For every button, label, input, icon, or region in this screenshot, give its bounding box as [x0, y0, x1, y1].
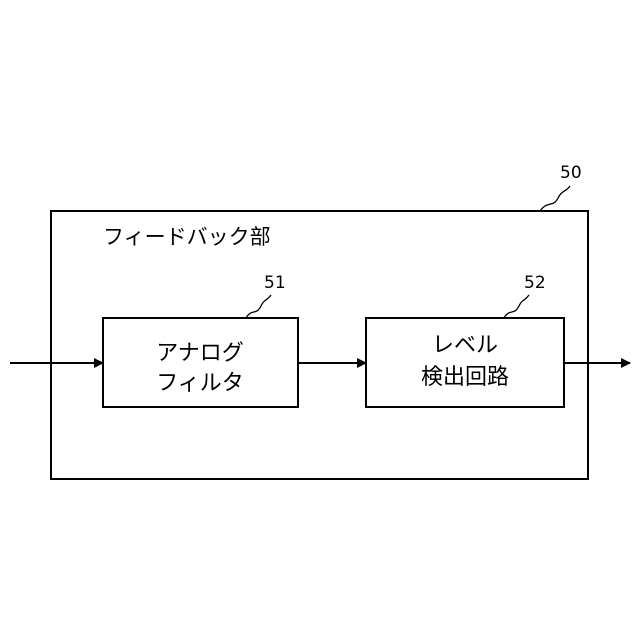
feedback-unit-leader-line — [540, 186, 570, 211]
level-detector-leader-line — [504, 295, 529, 318]
feedback-unit-title: フィードバック部 — [103, 225, 271, 249]
level-detector-label-line1: レベル — [432, 333, 498, 358]
analog-filter-leader-line — [246, 295, 271, 318]
level-detector-label-line2: 検出回路 — [421, 365, 509, 390]
feedback-unit-box — [51, 211, 588, 479]
level-detector-ref: 52 — [524, 273, 546, 293]
analog-filter-label-line1: アナログ — [156, 341, 244, 366]
level-detector-box — [366, 318, 564, 407]
analog-filter-ref: 51 — [264, 273, 286, 293]
analog-filter-label-line2: フィルタ — [156, 371, 244, 396]
feedback-unit-ref: 50 — [560, 163, 582, 183]
